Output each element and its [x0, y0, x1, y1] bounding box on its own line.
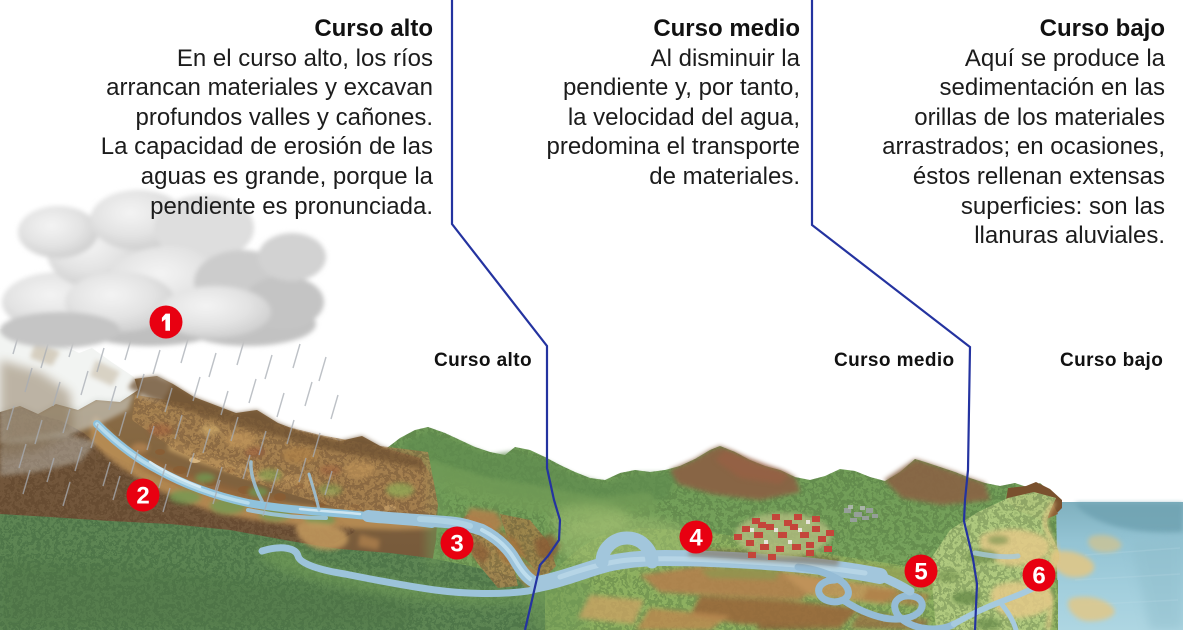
svg-text:4: 4 [689, 525, 703, 552]
svg-text:5: 5 [914, 559, 927, 586]
svg-text:2: 2 [136, 483, 149, 510]
svg-text:6: 6 [1032, 563, 1045, 590]
svg-text:3: 3 [450, 531, 463, 558]
